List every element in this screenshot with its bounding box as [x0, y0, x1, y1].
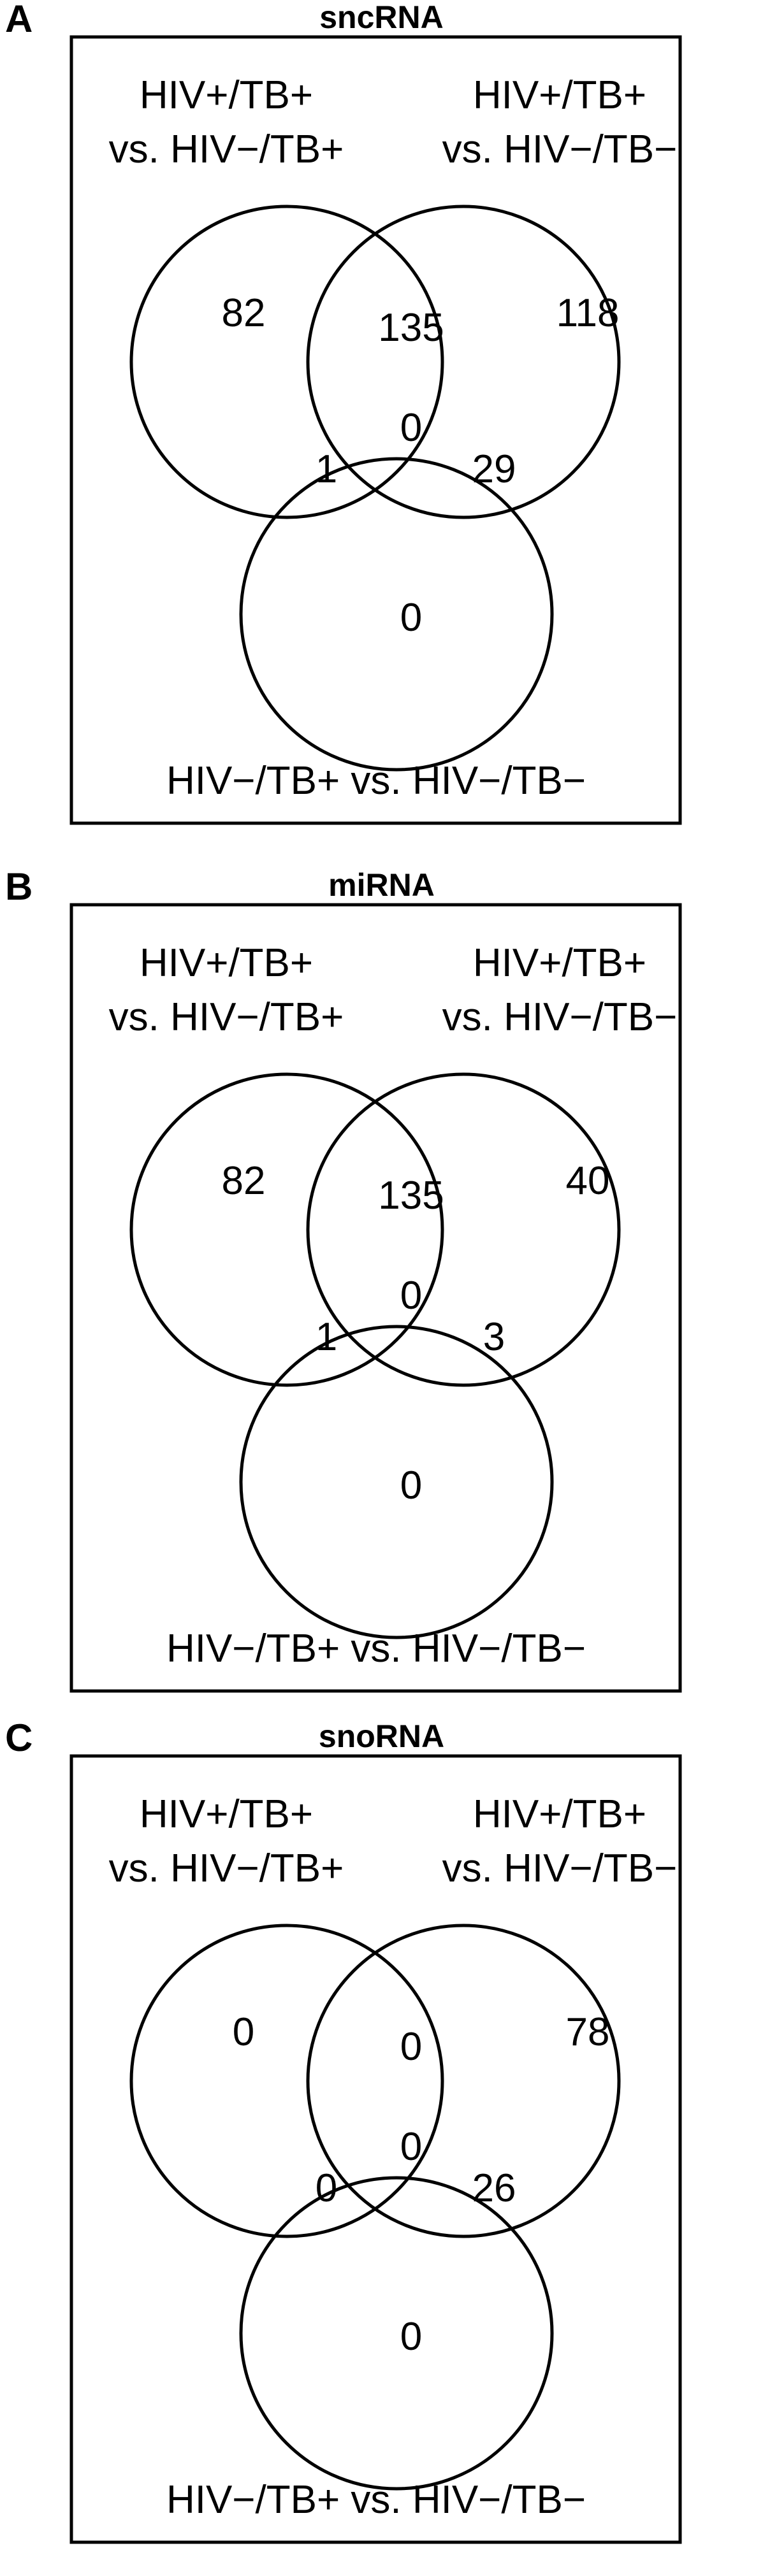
set-label-right-line1: HIV+/TB+ — [473, 1792, 646, 1836]
count-left-bottom: 0 — [316, 2166, 337, 2210]
set-circle-left — [129, 1924, 444, 2238]
count-right-bottom: 3 — [483, 1315, 505, 1359]
panel-title: sncRNA — [319, 0, 444, 35]
set-label-left-line2: vs. HIV−/TB+ — [109, 995, 344, 1039]
set-label-left-line1: HIV+/TB+ — [140, 1792, 313, 1836]
set-circle-right — [306, 205, 621, 519]
set-circle-left — [129, 205, 444, 519]
panel-a: A sncRNA HIV+/TB+ vs. HIV−/TB+ HIV+/TB+ … — [0, 0, 763, 857]
set-circle-bottom — [239, 1325, 554, 1639]
count-all-three: 0 — [400, 406, 422, 450]
frame-box — [69, 1754, 682, 2544]
set-label-left-line2: vs. HIV−/TB+ — [109, 1846, 344, 1890]
panel-letter: B — [5, 865, 33, 908]
set-label-right-line1: HIV+/TB+ — [473, 941, 646, 985]
frame-box — [69, 903, 682, 1693]
panel-title: snoRNA — [318, 1718, 445, 1754]
set-label-right-line1: HIV+/TB+ — [473, 73, 646, 117]
count-left-right: 135 — [378, 306, 444, 350]
count-left-right: 0 — [400, 2025, 422, 2069]
set-label-right-line2: vs. HIV−/TB− — [442, 127, 678, 171]
count-right-only: 118 — [556, 291, 620, 335]
count-right-bottom: 29 — [472, 447, 516, 491]
set-label-bottom: HIV−/TB+ vs. HIV−/TB− — [166, 759, 586, 803]
count-bottom-only: 0 — [400, 1464, 422, 1507]
count-left-only: 0 — [233, 2010, 254, 2054]
count-left-only: 82 — [222, 1159, 266, 1203]
set-label-bottom: HIV−/TB+ vs. HIV−/TB− — [166, 2478, 586, 2522]
set-label-left-line1: HIV+/TB+ — [140, 941, 313, 985]
set-label-right-line2: vs. HIV−/TB− — [442, 1846, 678, 1890]
count-left-only: 82 — [222, 291, 266, 335]
set-circle-left — [129, 1072, 444, 1387]
panel-c: C snoRNA HIV+/TB+ vs. HIV−/TB+ HIV+/TB+ … — [0, 1719, 763, 2576]
set-circle-right — [306, 1924, 621, 2238]
venn-diagram: HIV+/TB+ vs. HIV−/TB+ HIV+/TB+ vs. HIV−/… — [69, 903, 682, 1693]
panel-letter: A — [5, 0, 33, 40]
panel-b: B miRNA HIV+/TB+ vs. HIV−/TB+ HIV+/TB+ v… — [0, 868, 763, 1725]
count-left-bottom: 1 — [316, 1315, 337, 1359]
set-circle-bottom — [239, 2176, 554, 2491]
count-right-only: 78 — [566, 2010, 610, 2054]
count-right-bottom: 26 — [472, 2166, 516, 2210]
venn-diagram: HIV+/TB+ vs. HIV−/TB+ HIV+/TB+ vs. HIV−/… — [69, 1754, 682, 2544]
panel-title: miRNA — [328, 867, 435, 903]
count-all-three: 0 — [400, 1274, 422, 1318]
venn-diagram: HIV+/TB+ vs. HIV−/TB+ HIV+/TB+ vs. HIV−/… — [69, 35, 682, 825]
count-left-right: 135 — [378, 1174, 444, 1218]
set-label-left-line1: HIV+/TB+ — [140, 73, 313, 117]
count-bottom-only: 0 — [400, 596, 422, 640]
set-circle-right — [306, 1072, 621, 1387]
frame-box — [69, 35, 682, 825]
set-label-bottom: HIV−/TB+ vs. HIV−/TB− — [166, 1627, 586, 1671]
panel-letter: C — [5, 1716, 33, 1759]
count-right-only: 40 — [566, 1159, 610, 1203]
count-left-bottom: 1 — [316, 447, 337, 491]
set-circle-bottom — [239, 457, 554, 772]
set-label-left-line2: vs. HIV−/TB+ — [109, 127, 344, 171]
set-label-right-line2: vs. HIV−/TB− — [442, 995, 678, 1039]
count-all-three: 0 — [400, 2125, 422, 2169]
count-bottom-only: 0 — [400, 2315, 422, 2359]
